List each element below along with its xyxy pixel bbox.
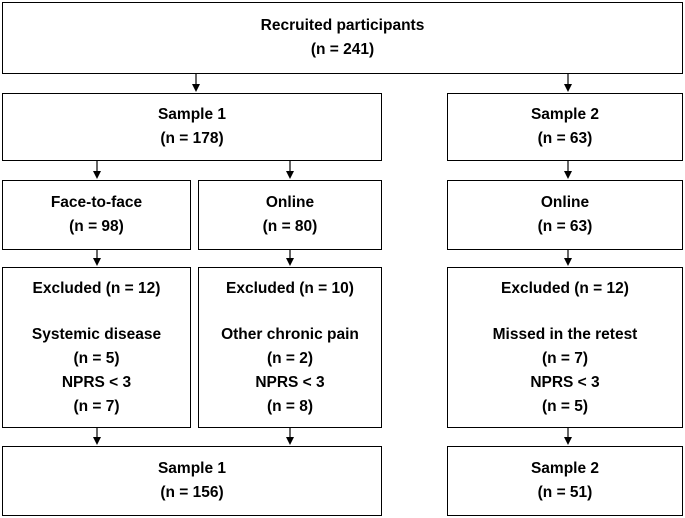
final-sample1-box: Sample 1 (n = 156)	[2, 446, 382, 516]
excluded-online1-reason1: Other chronic pain	[221, 325, 359, 343]
excluded-online2-reason2: NPRS < 3	[530, 373, 600, 391]
online1-title: Online	[265, 194, 315, 211]
final-sample1-count: (n = 156)	[160, 484, 224, 501]
online2-count: (n = 63)	[537, 218, 593, 235]
recruited-box: Recruited participants (n = 241)	[2, 2, 683, 74]
online1-box: Online (n = 80)	[198, 180, 382, 250]
recruited-title: Recruited participants	[260, 17, 425, 34]
excluded-online1-reason2: NPRS < 3	[255, 373, 325, 391]
excluded-online2-reason1-count: (n = 7)	[541, 349, 589, 367]
sample1-box: Sample 1 (n = 178)	[2, 93, 382, 161]
sample2-box: Sample 2 (n = 63)	[447, 93, 683, 161]
excluded-face-reason2-count: (n = 7)	[73, 397, 120, 415]
excluded-online1-reason2-count: (n = 8)	[266, 397, 314, 415]
excluded-online2-reason1: Missed in the retest	[492, 325, 638, 343]
recruited-count: (n = 241)	[310, 41, 375, 58]
excluded-face-reason1-count: (n = 5)	[73, 349, 120, 367]
sample2-title: Sample 2	[530, 106, 600, 123]
excluded-online1-reason1-count: (n = 2)	[266, 349, 314, 367]
online2-box: Online (n = 63)	[447, 180, 683, 250]
face-to-face-count: (n = 98)	[69, 218, 124, 235]
final-sample1-title: Sample 1	[157, 460, 227, 477]
excluded-online1-title: Excluded (n = 10)	[226, 279, 354, 297]
sample2-count: (n = 63)	[537, 130, 593, 147]
final-sample2-box: Sample 2 (n = 51)	[447, 446, 683, 516]
face-to-face-title: Face-to-face	[50, 194, 143, 211]
excluded-online2-title: Excluded (n = 12)	[501, 279, 629, 297]
face-to-face-box: Face-to-face (n = 98)	[2, 180, 191, 250]
excluded-online2-reason2-count: (n = 5)	[541, 397, 589, 415]
sample1-title: Sample 1	[157, 106, 227, 123]
excluded-face-reason2: NPRS < 3	[61, 373, 132, 391]
excluded-online1-box: Excluded (n = 10) Other chronic pain (n …	[198, 267, 382, 428]
online2-title: Online	[540, 194, 590, 211]
excluded-face-reason1: Systemic disease	[31, 325, 162, 343]
excluded-online2-box: Excluded (n = 12) Missed in the retest (…	[447, 267, 683, 428]
sample1-count: (n = 178)	[160, 130, 224, 147]
final-sample2-title: Sample 2	[530, 460, 600, 477]
final-sample2-count: (n = 51)	[537, 484, 593, 501]
excluded-face-title: Excluded (n = 12)	[32, 279, 161, 297]
online1-count: (n = 80)	[262, 218, 318, 235]
excluded-face-box: Excluded (n = 12) Systemic disease (n = …	[2, 267, 191, 428]
